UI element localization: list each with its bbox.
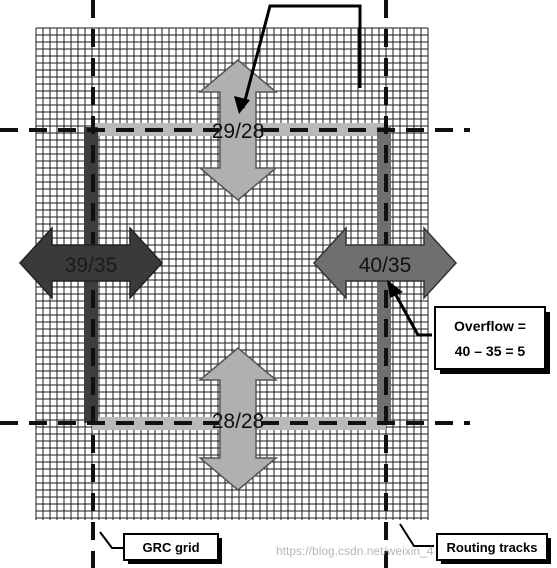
routing-callout-line [399, 523, 434, 547]
left-arrow-label: 39/35 [65, 254, 118, 277]
right-arrow-shape [312, 226, 458, 300]
top-callout [234, 4, 362, 114]
routing-label-text: Routing tracks [446, 540, 537, 555]
top-callout-arrowhead [234, 96, 250, 114]
left-arrow-shape [18, 226, 164, 300]
right-arrow-label: 40/35 [359, 254, 412, 277]
overflow-callout-line [390, 287, 432, 337]
bottom-arrow-label: 28/28 [212, 410, 265, 433]
overflow-callout: Overflow = 40 – 35 = 5 [387, 280, 550, 374]
overflow-box-line-2: 40 – 35 = 5 [455, 343, 526, 359]
top-arrow-label: 29/28 [212, 120, 265, 143]
routing-tracks-callout: Routing tracks [399, 523, 551, 564]
grc-label-box [123, 533, 219, 561]
grc-callout-line [99, 531, 124, 549]
overflow-callout-arrowhead [387, 280, 403, 298]
top-callout-line [241, 4, 362, 109]
routing-label-box [436, 533, 548, 561]
overflow-box [434, 306, 546, 370]
grc-grid-callout: GRC grid [99, 531, 222, 564]
left-capacity-arrow: 39/35 [18, 226, 164, 300]
bottom-capacity-arrow: 28/28 [197, 347, 279, 491]
bottom-arrow-shape [197, 347, 279, 491]
top-capacity-arrow: 29/28 [197, 59, 279, 201]
top-arrow-shape [197, 59, 279, 201]
right-capacity-arrow: 40/35 [312, 226, 458, 300]
watermark-text: https://blog.csdn.net/weixin_4 [276, 544, 434, 558]
overflow-box-line-1: Overflow = [454, 318, 526, 334]
grc-label-text: GRC grid [142, 540, 199, 555]
